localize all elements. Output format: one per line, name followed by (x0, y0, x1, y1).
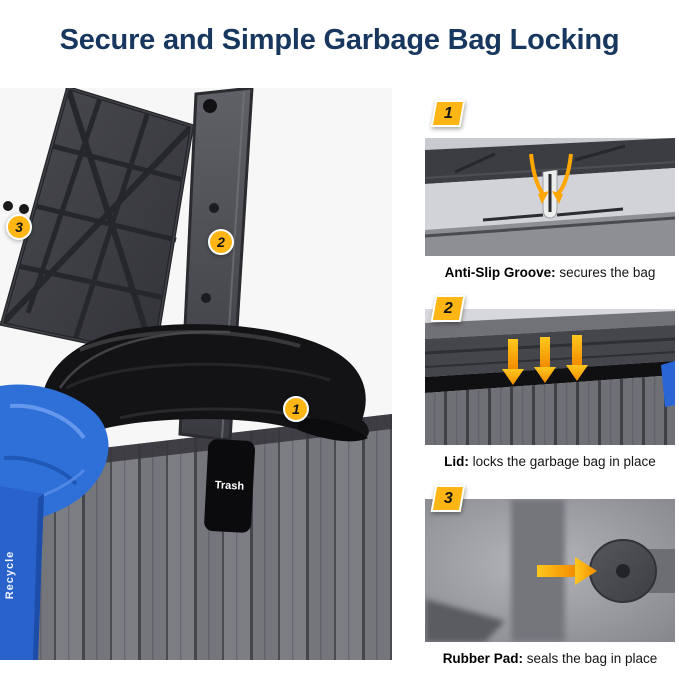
step-photo-pad (425, 499, 675, 642)
step-caption-1: Anti-Slip Groove: secures the bag (425, 265, 675, 281)
step-photo-lid (425, 309, 675, 445)
step-panel-3: 3 (425, 485, 675, 667)
recycle-bin-label: Recycle (4, 550, 16, 600)
caption-label: Anti-Slip Groove: (444, 265, 556, 280)
steps-column: 1 (425, 100, 675, 675)
callout-badge-3: 3 (6, 214, 32, 240)
step-number-badge-1: 1 (430, 100, 466, 127)
caption-text: seals the bag in place (522, 651, 658, 666)
step-photo-groove (425, 138, 675, 256)
step-caption-3: Rubber Pad: seals the bag in place (425, 651, 675, 667)
groove-slot (482, 170, 624, 222)
page-title: Secure and Simple Garbage Bag Locking (59, 24, 620, 56)
step-panel-1: 1 (425, 100, 675, 281)
step-number-badge-3: 3 (430, 485, 466, 512)
step-number: 1 (443, 104, 453, 122)
callout-badge-1: 1 (283, 396, 309, 422)
step-number: 2 (443, 299, 453, 317)
step-number-badge-2: 2 (430, 295, 466, 322)
trash-tag-label: Trash (214, 479, 245, 493)
callout-badge-2: 2 (208, 229, 234, 255)
right-arrow-icon (537, 557, 597, 585)
blue-recycle-bin (0, 486, 44, 660)
bin-slats (425, 375, 675, 445)
caption-label: Lid: (444, 454, 469, 469)
blue-bin-corner (661, 361, 675, 407)
down-arrows-icon (502, 335, 588, 385)
bag-rim (425, 361, 675, 393)
product-photo-svg (0, 88, 392, 660)
step-panel-2: 2 (425, 295, 675, 470)
step-caption-2: Lid: locks the garbage bag in place (425, 454, 675, 470)
trash-tag (204, 439, 256, 533)
open-lid (0, 88, 195, 359)
rubber-pad (589, 539, 675, 603)
step-number: 3 (443, 489, 453, 507)
caption-text: secures the bag (555, 265, 656, 280)
groove-arrows-icon (529, 153, 573, 204)
main-product-photo: Trash Recycle 3 2 1 (0, 88, 392, 660)
caption-label: Rubber Pad: (442, 651, 523, 666)
caption-text: locks the garbage bag in place (468, 454, 656, 469)
